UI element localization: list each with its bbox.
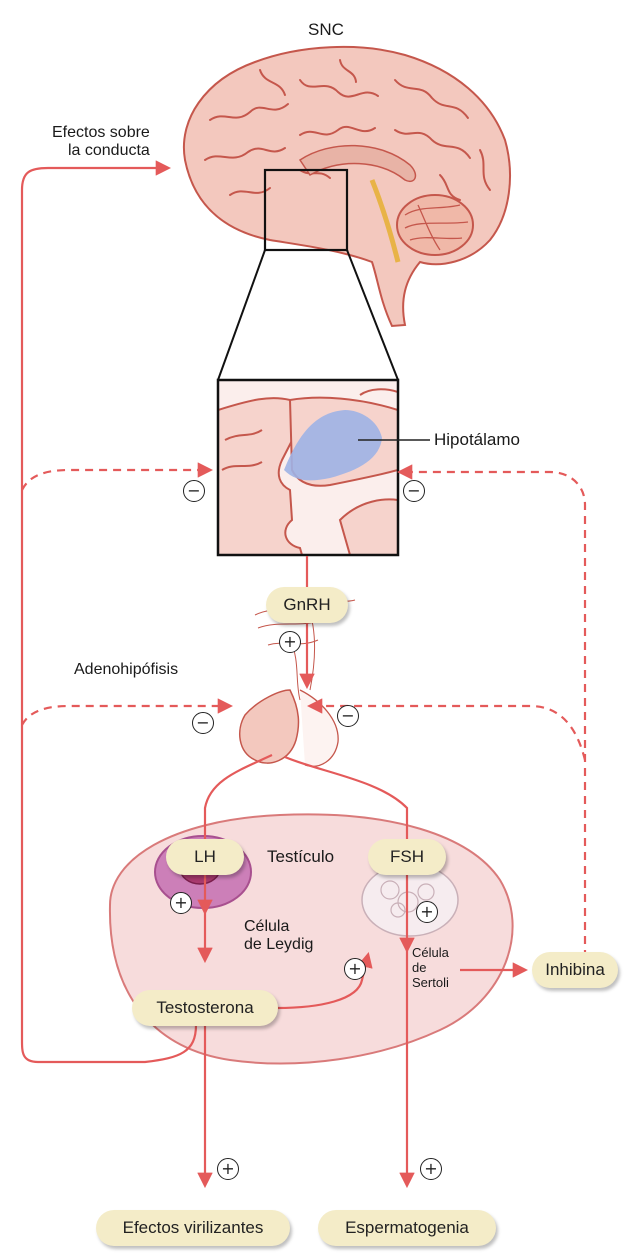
plus-sign-icon: +	[170, 892, 192, 914]
fsh-badge: FSH	[368, 839, 446, 875]
plus-sign-icon: +	[344, 958, 366, 980]
pituitary	[240, 600, 355, 766]
leydig-cell-label: Célula de Leydig	[244, 918, 313, 955]
virilizing-effects-badge: Efectos virilizantes	[96, 1210, 290, 1246]
gnrh-badge: GnRH	[266, 587, 348, 623]
plus-sign-icon: +	[279, 631, 301, 653]
plus-sign-icon: +	[217, 1158, 239, 1180]
sertoli-cell-label: Célula de Sertoli	[412, 946, 449, 991]
testis-label: Testículo	[267, 847, 334, 867]
spermatogenesis-badge: Espermatogenia	[318, 1210, 496, 1246]
minus-sign-icon: −	[192, 712, 214, 734]
minus-sign-icon: −	[183, 480, 205, 502]
testosterone-badge: Testosterona	[132, 990, 278, 1026]
behavior-effects-label: Efectos sobre la conducta	[52, 124, 150, 161]
zoom-line-left	[218, 250, 265, 380]
hypothalamus-label: Hipotálamo	[434, 430, 520, 450]
plus-sign-icon: +	[416, 901, 438, 923]
hypothalamus-inset	[218, 380, 398, 555]
adenohypophysis-label: Adenohipófisis	[74, 661, 178, 679]
cns-label: SNC	[308, 20, 344, 40]
lh-badge: LH	[166, 839, 244, 875]
plus-sign-icon: +	[420, 1158, 442, 1180]
minus-sign-icon: −	[403, 480, 425, 502]
inhibin-badge: Inhibina	[532, 952, 618, 988]
minus-sign-icon: −	[337, 705, 359, 727]
